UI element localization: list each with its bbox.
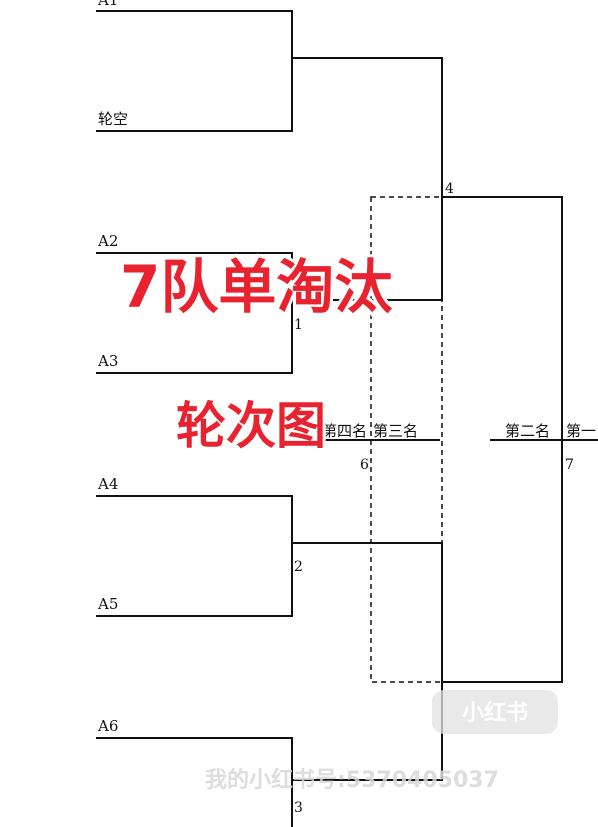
match-number-7: 7 <box>565 457 574 473</box>
team-label-bye: 轮空 <box>98 110 128 128</box>
team-label-a3: A3 <box>97 352 118 370</box>
team-label-a6: A6 <box>97 717 118 735</box>
watermark-account: 我的小红书号:5370405037 <box>205 767 499 793</box>
bracket-lower-semi <box>292 542 443 781</box>
team-label-a4: A4 <box>97 475 118 493</box>
watermark-logo: 小红书 <box>462 700 528 726</box>
match-number-3: 3 <box>294 800 303 816</box>
bracket-match-2 <box>96 495 293 617</box>
placement-third: 第三名 <box>373 422 418 440</box>
bracket-a1-bye <box>96 10 293 132</box>
team-label-a2: A2 <box>97 232 118 250</box>
team-label-a5: A5 <box>97 595 118 613</box>
bracket-match-4 <box>292 57 443 301</box>
match-number-1: 1 <box>294 317 303 333</box>
bracket-match-1 <box>96 252 293 374</box>
title-line-1: 7队单淘汰 <box>120 253 392 321</box>
watermark-logo-badge <box>432 690 558 734</box>
watermark: 小红书 我的小红书号:5370405037 <box>205 690 558 793</box>
team-label-a1: A1 <box>97 0 118 9</box>
placement-fourth: 第四名 <box>322 422 367 440</box>
match-number-4: 4 <box>445 181 454 197</box>
match-number-6: 6 <box>360 457 369 473</box>
placement-second: 第二名 <box>505 422 550 440</box>
title-line-2: 轮次图 <box>176 397 326 455</box>
match-number-2: 2 <box>294 559 303 575</box>
placement-first: 第一 <box>566 422 596 440</box>
bracket-match-3 <box>96 737 293 827</box>
